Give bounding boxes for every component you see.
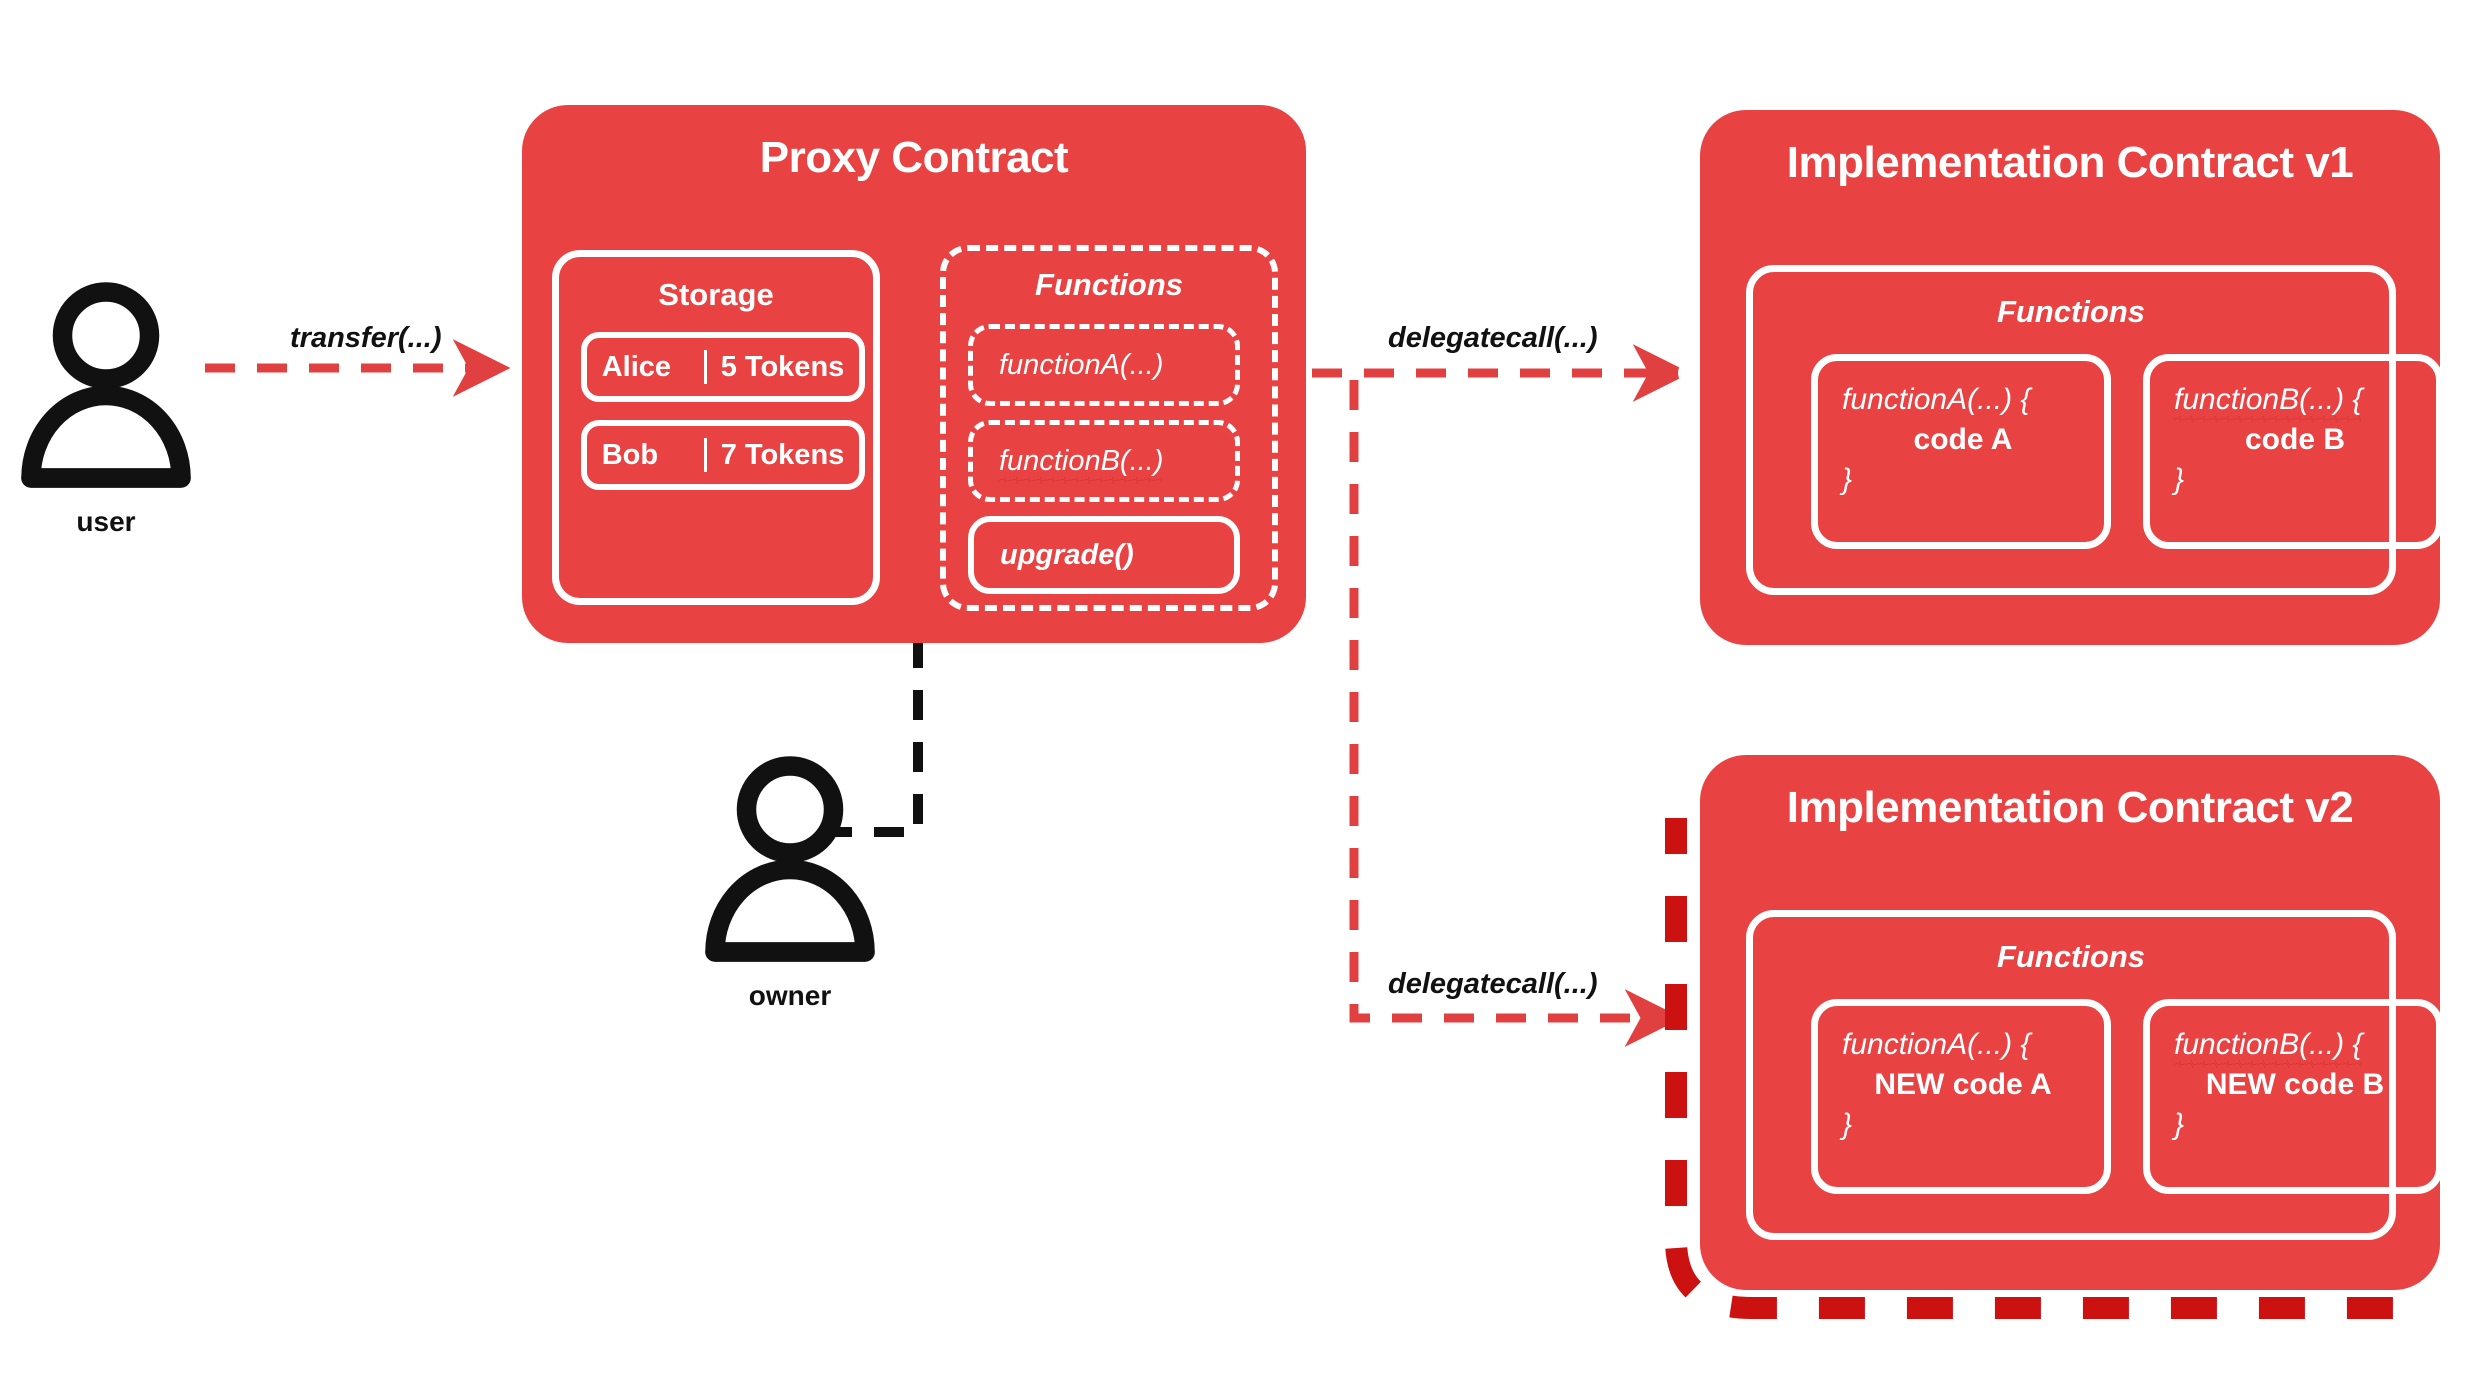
v2-code-box-b[interactable]: functionB(...) { NEW code B } — [2143, 999, 2443, 1194]
proxy-functions-label: Functions — [1034, 267, 1184, 302]
edge-label-transfer: transfer(...) — [290, 322, 442, 354]
v2-functions-label: Functions — [1996, 939, 2146, 974]
storage-row-value: 7 Tokens — [720, 438, 845, 471]
v1-code-b-signature-text: functionB(...) { — [2174, 383, 2363, 422]
implementation-contract-v2[interactable]: Implementation Contract v2 Functions fun… — [1700, 755, 2443, 1290]
v2-code-b-close: } — [2174, 1108, 2185, 1141]
proxy-function-a-label: functionA(...) — [999, 348, 1164, 381]
v1-code-box-b[interactable]: functionB(...) { code B } — [2143, 354, 2443, 549]
person-icon — [21, 282, 191, 488]
storage-panel: Storage Alice 5 Tokens Bob 7 Tokens — [552, 250, 880, 605]
v1-functions-label: Functions — [1996, 294, 2146, 329]
edge-delegatecall-v2 — [1349, 380, 1683, 1047]
v1-functions-panel: Functions functionA(...) { code A } func… — [1746, 265, 2443, 595]
proxy-contract-title: Proxy Contract — [759, 133, 1069, 182]
edge-label-delegatecall-v1: delegatecall(...) — [1388, 322, 1598, 354]
implementation-contract-v1[interactable]: Implementation Contract v1 Functions fun… — [1700, 110, 2443, 645]
proxy-function-b[interactable]: functionB(...) — [968, 420, 1240, 502]
v1-code-a-close: } — [1842, 463, 1853, 496]
v1-code-b-close: } — [2174, 463, 2185, 496]
v1-code-box-a[interactable]: functionA(...) { code A } — [1811, 354, 2111, 549]
proxy-function-upgrade-label: upgrade() — [1000, 538, 1134, 571]
v2-code-b-signature-text: functionB(...) { — [2174, 1028, 2363, 1067]
proxy-function-a[interactable]: functionA(...) — [968, 324, 1240, 406]
v1-code-a-signature: functionA(...) { — [1842, 383, 2031, 416]
proxy-functions-panel: Functions functionA(...) functionB(...) … — [940, 245, 1278, 611]
proxy-contract[interactable]: Proxy Contract Storage Alice 5 Tokens Bo… — [522, 105, 1306, 643]
actor-user-label: user — [76, 506, 136, 537]
v2-functions-panel: Functions functionA(...) { NEW code A } … — [1746, 910, 2443, 1240]
storage-row-value: 5 Tokens — [720, 350, 845, 383]
proxy-function-upgrade[interactable]: upgrade() — [968, 516, 1240, 594]
person-icon — [705, 756, 875, 962]
storage-row-key: Alice — [601, 350, 672, 383]
proxy-function-b-label: functionB(...) — [999, 444, 1164, 483]
edge-label-delegatecall-v2: delegatecall(...) — [1388, 968, 1598, 1000]
implementation-v1-title: Implementation Contract v1 — [1786, 138, 2354, 187]
v1-code-a-body: code A — [1913, 423, 2013, 456]
storage-row-separator — [703, 350, 707, 384]
v1-code-b-body: code B — [2244, 423, 2346, 456]
storage-row-separator — [703, 438, 707, 472]
storage-row: Alice 5 Tokens — [581, 332, 865, 402]
actor-owner: owner — [700, 750, 880, 1012]
v2-code-a-close: } — [1842, 1108, 1853, 1141]
storage-panel-label: Storage — [658, 277, 774, 312]
v2-code-b-signature: functionB(...) { — [2174, 1028, 2416, 1067]
v1-code-b-signature: functionB(...) { — [2174, 383, 2416, 422]
v2-code-b-body: NEW code B — [2205, 1068, 2385, 1101]
storage-row-key: Bob — [601, 438, 659, 471]
actor-user: user — [16, 276, 196, 538]
v2-code-box-a[interactable]: functionA(...) { NEW code A } — [1811, 999, 2111, 1194]
storage-row: Bob 7 Tokens — [581, 420, 865, 490]
actor-owner-label: owner — [748, 980, 832, 1011]
implementation-v2-title: Implementation Contract v2 — [1786, 783, 2354, 832]
v2-code-a-body: NEW code A — [1874, 1068, 2052, 1101]
v2-code-a-signature: functionA(...) { — [1842, 1028, 2031, 1061]
